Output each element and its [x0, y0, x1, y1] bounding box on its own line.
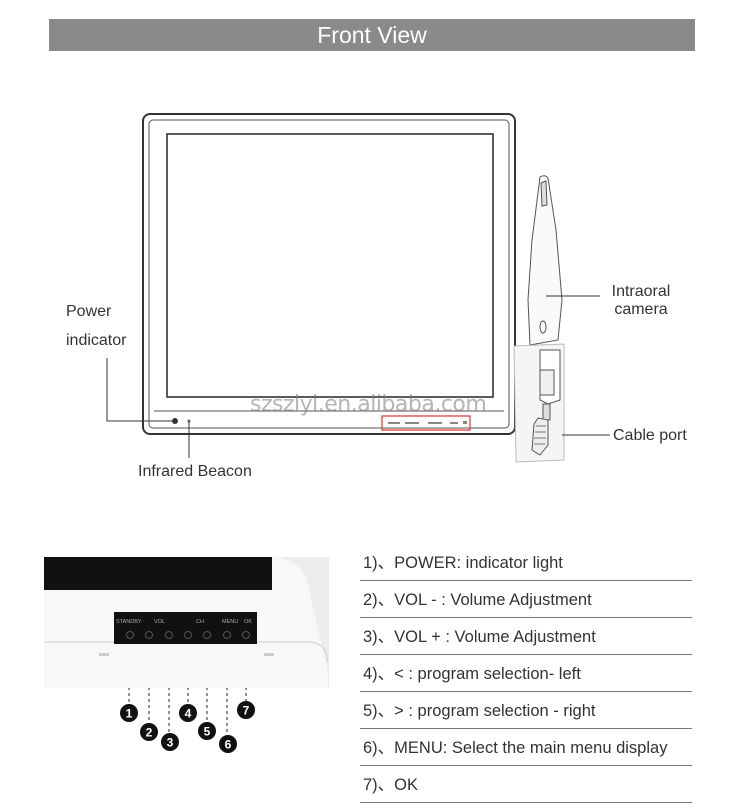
button-panel: [114, 612, 257, 644]
screen-edge: [44, 557, 272, 590]
power-indicator-leader: [106, 358, 172, 422]
intraoral-camera: [513, 175, 565, 463]
legend-item-6: 6)、MENU: Select the main menu display: [360, 729, 692, 766]
legend-item-5: 5)、> : program selection - right: [360, 692, 692, 729]
panel-label-standby: STANDBY: [116, 619, 142, 625]
legend-item-3: 3)、VOL + : Volume Adjustment: [360, 618, 692, 655]
monitor-screen: [166, 133, 494, 398]
panel-bottom-tabs: [99, 653, 274, 656]
legend-item-4: 4)、< : program selection- left: [360, 655, 692, 692]
cable-port-label: Cable port: [613, 427, 687, 444]
button-legend: 1)、POWER: indicator light 2)、VOL - : Vol…: [360, 544, 692, 803]
panel-label-ch: CH: [196, 619, 204, 625]
legend-item-1: 1)、POWER: indicator light: [360, 544, 692, 581]
watermark: szszlyl.en.alibaba.com: [250, 392, 487, 417]
power-indicator-label: Power indicator: [66, 302, 126, 351]
panel-photo: STANDBY VOL CH MENU OK: [44, 557, 329, 688]
page-title: Front View: [49, 19, 695, 51]
power-indicator-dot: [172, 418, 178, 424]
panel-buttons: [126, 631, 250, 639]
panel-label-vol: VOL: [154, 619, 165, 625]
intraoral-camera-label: Intraoral camera: [605, 283, 677, 319]
panel-label-ok: OK: [244, 619, 252, 625]
intraoral-camera-line-2: camera: [614, 301, 668, 318]
button-strip-highlight: [381, 415, 471, 431]
button-strip-marks: [388, 421, 467, 424]
power-indicator-line-2: indicator: [66, 332, 127, 349]
intraoral-camera-line-1: Intraoral: [611, 283, 671, 300]
infrared-beacon-label: Infrared Beacon: [138, 463, 252, 480]
monitor-bezel: [148, 119, 510, 429]
power-indicator-line-1: Power: [66, 303, 112, 320]
panel-label-menu: MENU: [222, 619, 238, 625]
legend-item-7: 7)、OK: [360, 766, 692, 803]
legend-item-2: 2)、VOL - : Volume Adjustment: [360, 581, 692, 618]
